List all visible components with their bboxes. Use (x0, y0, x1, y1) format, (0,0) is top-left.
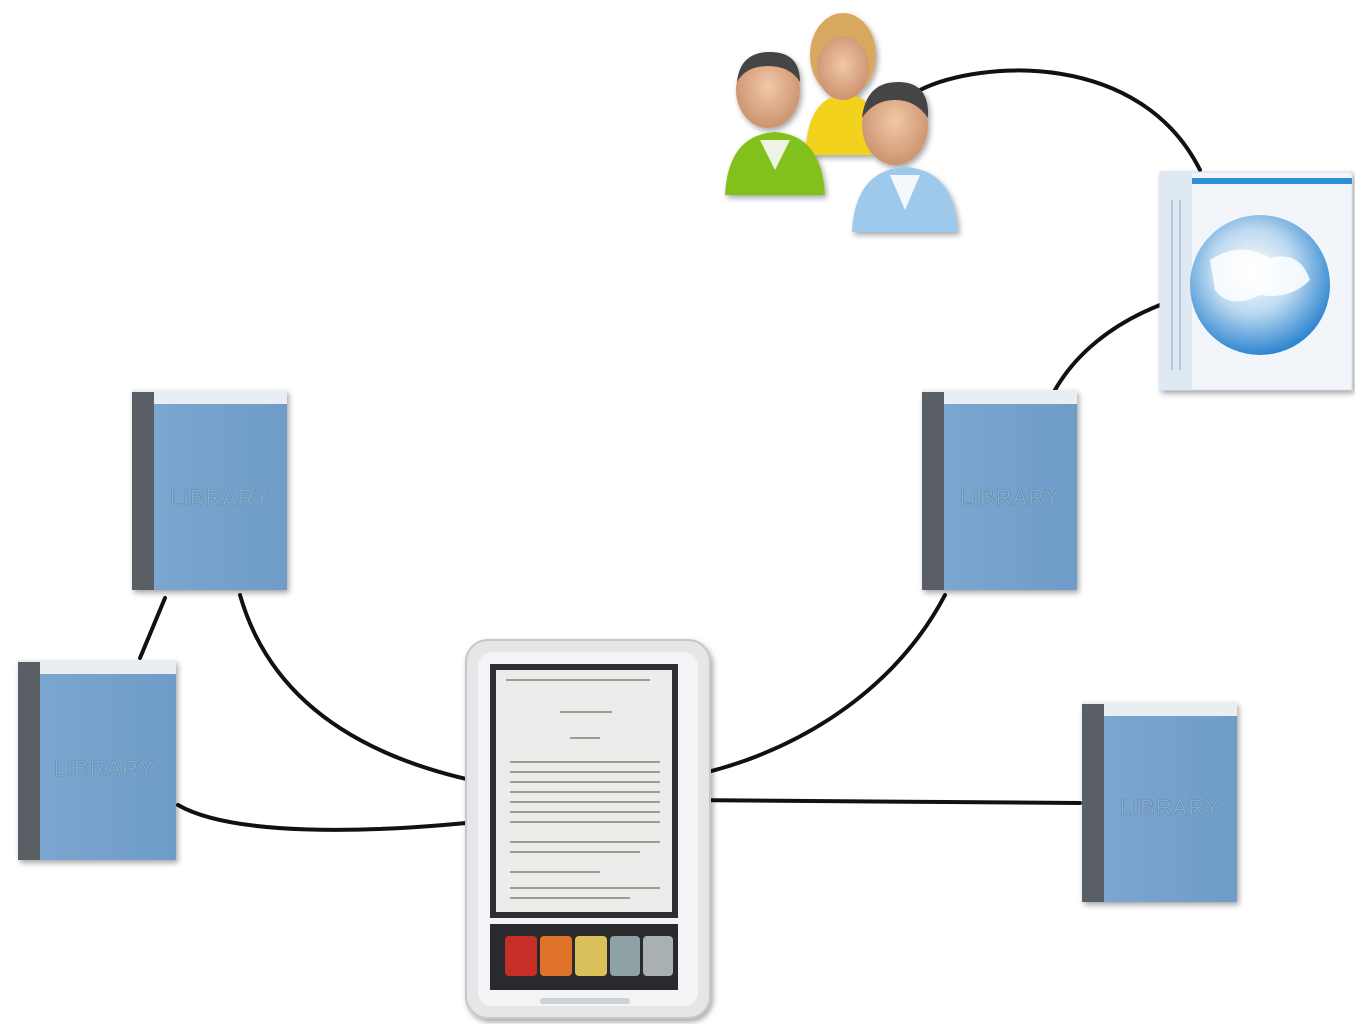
library-book-mid-right: LIBRARY (922, 390, 1077, 590)
link-library-bottom-left-ereader (176, 803, 497, 832)
app-tile-gray (610, 936, 640, 976)
link-library-mid-right-ereader (678, 593, 947, 780)
spine-lines (1171, 200, 1181, 370)
library-book-far-right: LIBRARY (1082, 702, 1237, 902)
book-label: LIBRARY (1120, 795, 1221, 820)
link-globe-library-mid-right (1053, 303, 1162, 392)
connectors (138, 68, 1202, 832)
link-users-globe (918, 68, 1202, 172)
book-label: LIBRARY (960, 485, 1061, 510)
ereader-text-lines (506, 679, 660, 899)
app-tile-light-gray (643, 936, 673, 976)
ereader-device-icon (465, 639, 711, 1019)
link-library-top-left-bottom-left (138, 596, 167, 660)
link-library-top-left-ereader (238, 593, 497, 787)
link-ereader-library-far-right (678, 798, 1082, 805)
library-book-top-left: LIBRARY (132, 390, 287, 590)
app-tile-red (505, 936, 537, 976)
book-label: LIBRARY (54, 756, 155, 781)
globe-book-icon (1159, 171, 1353, 391)
book-label: LIBRARY (170, 485, 271, 510)
library-book-bottom-left: LIBRARY (18, 660, 176, 860)
app-tile-yellow (575, 936, 607, 976)
app-tile-orange (540, 936, 572, 976)
users-group-icon (725, 13, 958, 232)
